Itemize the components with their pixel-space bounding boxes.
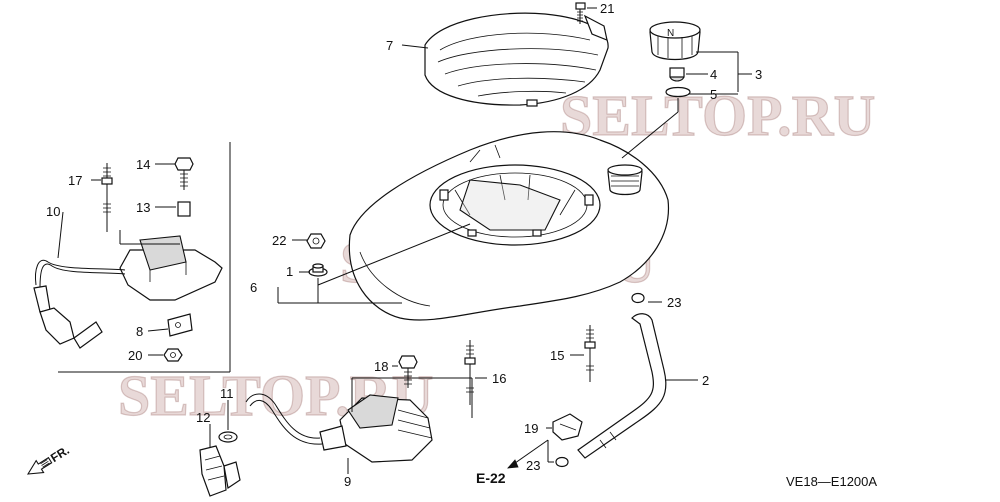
front-direction-marker: FR.: [26, 443, 72, 475]
fan-cover-shroud: [348, 131, 670, 321]
left-group-frame: [58, 142, 231, 373]
svg-text:N: N: [667, 28, 674, 39]
clip-23-bottom: [555, 456, 569, 468]
bolt-14: [174, 157, 194, 190]
callout-18: 18: [374, 359, 388, 374]
callout-5: 5: [710, 87, 717, 102]
grommet-1: [308, 263, 328, 277]
oil-filler-cap: N: [649, 21, 701, 112]
bolt-21: [575, 2, 586, 24]
stud-16: [464, 340, 476, 405]
callout-20: 20: [128, 348, 142, 363]
callout-23-bottom: 23: [526, 458, 540, 473]
nut-20: [163, 348, 183, 362]
watermark-top: SELTOP.RU: [560, 83, 875, 148]
callout-19: 19: [524, 421, 538, 436]
callout-12: 12: [196, 410, 210, 425]
callout-2: 2: [702, 373, 709, 388]
callout-7: 7: [386, 38, 393, 53]
callout-14: 14: [136, 157, 150, 172]
callout-13: 13: [136, 200, 150, 215]
front-arrow-icon: [26, 456, 53, 475]
stud-15: [584, 325, 596, 382]
callout-15: 15: [550, 348, 564, 363]
callout-9: 9: [344, 474, 351, 489]
callout-17: 17: [68, 173, 82, 188]
callout-4: 4: [710, 67, 717, 82]
callout-10: 10: [46, 204, 60, 219]
breather-tube: [577, 313, 667, 459]
stud-17: [101, 163, 113, 232]
collar-13: [177, 201, 191, 217]
callout-23-top: 23: [667, 295, 681, 310]
callout-6: 6: [250, 280, 257, 295]
callout-3: 3: [755, 67, 762, 82]
callout-1: 1: [286, 264, 293, 279]
clip-23-top: [631, 292, 645, 304]
callout-22: 22: [272, 233, 286, 248]
nut-22: [306, 233, 326, 249]
callout-21: 21: [600, 1, 614, 16]
ignition-coil-left: [33, 235, 223, 349]
bracket-8: [167, 313, 193, 337]
callout-11: 11: [220, 386, 234, 401]
recoil-starter-cover: [424, 12, 609, 107]
section-reference-e22: E-22: [476, 470, 506, 486]
arrow-head-e22: [507, 459, 519, 469]
ignition-coil-bottom: [245, 393, 433, 463]
diagram-code: VE18—E1200A: [786, 474, 877, 489]
washer-11: [218, 431, 238, 443]
leader-lines: [57, 7, 752, 474]
spark-plug-cap-12: [199, 445, 241, 497]
clip-19: [552, 413, 583, 441]
callout-8: 8: [136, 324, 143, 339]
callout-16: 16: [492, 371, 506, 386]
